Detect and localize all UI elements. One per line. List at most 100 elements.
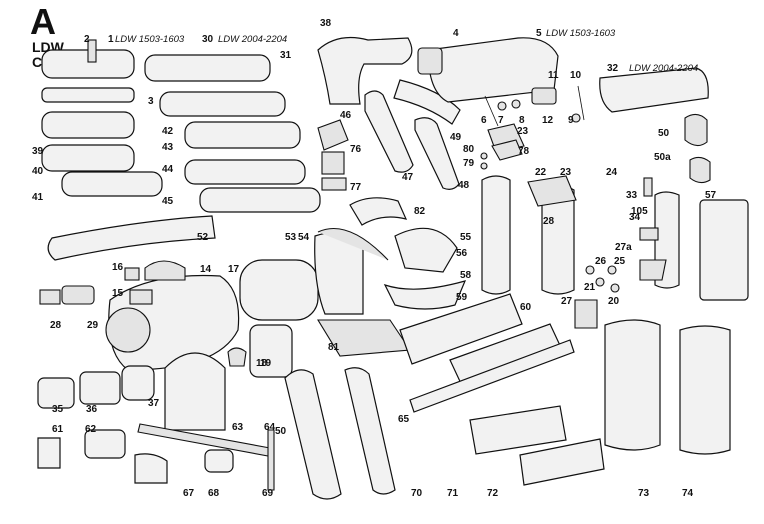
callout-6: 6 [481, 115, 487, 126]
muffler-part-64b [284, 369, 342, 500]
callout-50: 50 [275, 426, 287, 437]
manifold-part-44 [184, 159, 306, 185]
callout-4: 4 [453, 28, 459, 39]
callout-21: 21 [584, 282, 596, 293]
callout-71: 71 [447, 488, 459, 499]
callout-17: 17 [228, 264, 240, 275]
muffler-part-73 [604, 319, 661, 451]
callout-74: 74 [682, 488, 694, 499]
callout-53: 53 [285, 232, 297, 243]
callout-27a: 27a [615, 242, 632, 253]
callout-68: 68 [208, 488, 220, 499]
model-label-small-b: LDW 1503-1603 [546, 28, 616, 39]
gasket-part-3 [41, 87, 135, 103]
gasket-part-4 [417, 47, 443, 75]
callout-82: 82 [414, 206, 426, 217]
nut-part-25 [607, 265, 617, 275]
clamp-part-16 [124, 267, 140, 281]
hose-part-38 [317, 37, 413, 105]
callout-8: 8 [519, 115, 525, 126]
callout-65: 65 [398, 414, 410, 425]
callout-72: 72 [487, 488, 499, 499]
gasket-part-50a [689, 156, 711, 184]
callout-80: 80 [463, 144, 475, 155]
gasket-part-11 [531, 87, 557, 105]
muffler-part-74 [679, 325, 731, 455]
callout-62: 62 [85, 424, 97, 435]
callout-32: 32 [607, 63, 619, 74]
callout-70: 70 [411, 488, 423, 499]
callout-42: 42 [162, 126, 174, 137]
stud-part-2 [87, 39, 97, 63]
nut-part-9 [571, 113, 581, 123]
callout-54: 54 [298, 232, 310, 243]
tube-part-35 [37, 377, 75, 409]
callout-9: 9 [568, 115, 574, 126]
manifold-part-42 [184, 121, 301, 149]
callout-73: 73 [638, 488, 650, 499]
callout-69: 69 [262, 488, 274, 499]
callout-23: 23 [517, 126, 529, 137]
nut-part-20 [610, 283, 620, 293]
heat-shield-part-57 [699, 199, 749, 301]
callout-48: 48 [458, 180, 470, 191]
bracket-part-63 [164, 352, 226, 431]
spring-part-76 [321, 151, 345, 175]
callout-14: 14 [200, 264, 212, 275]
clamp-part-77 [321, 177, 347, 191]
tube-part-68 [204, 449, 234, 473]
tube-part-37 [121, 365, 155, 401]
manifold-part-32 [599, 67, 709, 113]
callout-18: 18 [256, 358, 268, 369]
model-label-small-a: LDW 1503-1603 [115, 34, 185, 45]
cap-part-14 [144, 260, 186, 281]
bracket-part-69 [267, 429, 275, 491]
hose-part-49 [393, 79, 461, 125]
model-label-large-a: LDW 2004-2204 [218, 34, 287, 45]
hose-part-48 [414, 117, 460, 190]
tube-part-62 [84, 429, 126, 459]
callout-34: 34 [629, 212, 641, 223]
manifold-stack-small [41, 39, 163, 197]
elbow-part-27 [574, 299, 598, 329]
heat-shield-part-65 [344, 367, 396, 495]
centre-right-mufflers [399, 175, 749, 486]
nut-part-26 [585, 265, 595, 275]
manifold-part-45 [199, 187, 321, 213]
flange-part-67 [134, 453, 168, 484]
manifold-part-41 [61, 171, 163, 197]
diagram-letter: A [30, 1, 56, 42]
callout-23: 23 [560, 167, 572, 178]
callout-30: 30 [202, 34, 214, 45]
callout-40: 40 [32, 166, 44, 177]
callout-19: 19 [260, 358, 272, 369]
fitting-part-29 [61, 285, 95, 305]
nut-part-7 [497, 101, 507, 111]
callout-46: 46 [340, 110, 352, 121]
bolt-part-10 [577, 85, 585, 121]
manifold-part-5 [427, 37, 559, 103]
callout-38: 38 [320, 18, 332, 29]
callout-47: 47 [402, 172, 414, 183]
callout-5: 5 [536, 28, 542, 39]
callout-56: 56 [456, 248, 468, 259]
filter-mesh-part-18 [249, 324, 293, 378]
callout-28: 28 [50, 320, 62, 331]
fitting-part-28 [39, 289, 61, 305]
manifold-top-right [417, 37, 711, 184]
callout-81: 81 [328, 342, 340, 353]
nut-part-8 [511, 99, 521, 109]
callout-43: 43 [162, 142, 174, 153]
muffler-part-59 [399, 293, 523, 365]
callout-67: 67 [183, 488, 195, 499]
callout-11: 11 [548, 70, 559, 81]
callout-41: 41 [32, 192, 44, 203]
callout-60: 60 [520, 302, 532, 313]
bracket-part-22 [527, 175, 577, 207]
callout-37: 37 [148, 398, 160, 409]
washer-part-21 [595, 277, 605, 287]
callout-35: 35 [52, 404, 64, 415]
callout-33: 33 [626, 190, 638, 201]
